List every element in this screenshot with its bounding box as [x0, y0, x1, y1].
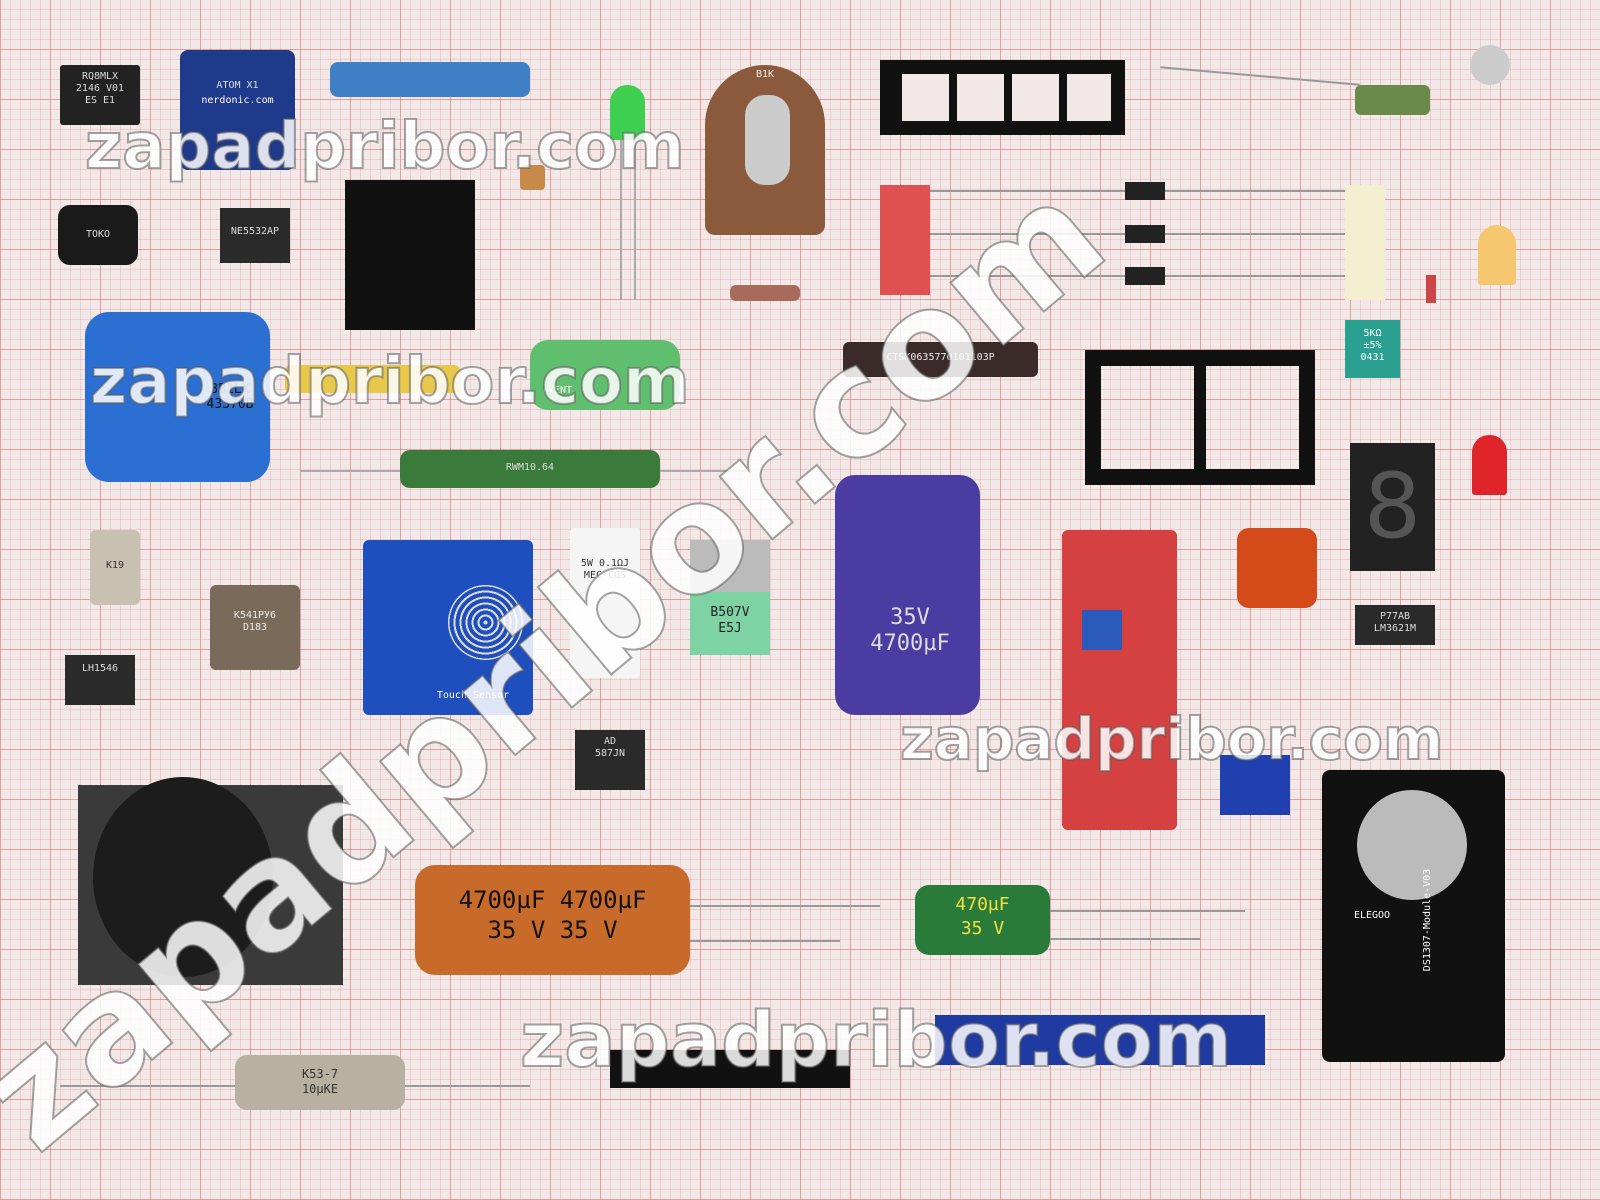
ic-lh1546: LH1546: [65, 655, 135, 705]
sensor-module-red: [1062, 530, 1177, 830]
potentiometer: B1K: [705, 65, 825, 235]
pin-header: [610, 1050, 850, 1088]
ad587-chip: AD 587JN: [575, 730, 645, 790]
power-resistor: 5W 0.1ΩJ MEC-CGS: [570, 528, 640, 678]
ceramic-capacitor: [520, 165, 545, 190]
wirewound-resistor: RWM10.64: [400, 450, 660, 488]
capacitor-orange: 4700µF 4700µF 35 V 35 V: [415, 865, 690, 975]
resistor-network: CTSK0635770101103P: [843, 342, 1038, 377]
seven-segment-display: 8: [1350, 443, 1435, 571]
ic-lm3621: P77AB LM3621M: [1355, 605, 1435, 645]
diode-1: [1125, 182, 1165, 200]
transistor-to220: B507V E5J: [690, 540, 770, 655]
inductor: TOKO: [58, 205, 138, 265]
red-led: [1472, 435, 1507, 495]
sip-resistor: [285, 365, 460, 393]
cream-capacitor: [1345, 185, 1385, 300]
hybrid-ic: К19: [90, 530, 140, 605]
joystick-module: [78, 777, 343, 985]
resistor-small: [730, 285, 800, 301]
atom-board: ATOM X1 nerdonic.com: [180, 50, 295, 170]
film-capacitor: [1355, 85, 1430, 115]
diode-2: [1125, 225, 1165, 243]
ds1307-module: ELEGOO DS1307-Module-V03: [1322, 770, 1505, 1062]
transistor-metal: [1470, 45, 1510, 85]
watermark: zapadpribor.com: [519, 994, 1233, 1085]
blue-resistor-array: [330, 62, 530, 97]
varistor: [1237, 528, 1317, 608]
capacitor-k53: K53-7 10µKE: [235, 1055, 405, 1110]
ic-k541: К541РУ6 D183: [210, 585, 300, 670]
capacitor-blue: 3B1LX 43370B: [85, 312, 270, 482]
ic-ne5532: NE5532AP: [220, 208, 290, 263]
ic-socket-small: [880, 60, 1125, 135]
watermark: zapadpribor.com: [899, 704, 1444, 774]
edge-connector-board: [935, 1015, 1265, 1065]
capacitor-purple: 35V 4700µF: [835, 475, 980, 715]
green-led: [610, 85, 645, 140]
trimmer-blue: [1220, 755, 1290, 815]
red-capacitor: [880, 185, 930, 295]
diode-3: [1125, 267, 1165, 285]
yellow-led: [1478, 225, 1516, 285]
ic-socket-large: [1085, 350, 1315, 485]
trimmer-5k: 5KΩ ±5% 0431: [1345, 320, 1400, 378]
ic-rq8mlx: RQ8MLX 2146 V01 ES E1: [60, 65, 140, 125]
small-glass-diode: [1426, 275, 1436, 303]
watermark: zapadpribor.com: [84, 109, 686, 185]
capacitor-470uf: 470µF 35 V: [915, 885, 1050, 955]
watermark: zapadpribor.com: [89, 344, 691, 420]
relay-socket: [345, 180, 475, 330]
touch-sensor-board: Touch Sensor: [363, 540, 533, 715]
capacitor-green: VENT: [530, 340, 680, 410]
